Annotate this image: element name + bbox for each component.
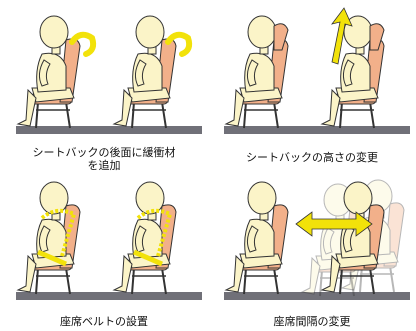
raised-seatback-2 (369, 23, 385, 51)
belt-illustration (16, 181, 202, 300)
floor (224, 292, 410, 300)
lap-belt-1 (37, 249, 67, 267)
lap-belt-2 (133, 249, 163, 267)
caption-height: シートバックの高さの変更 (246, 151, 378, 164)
caption-belt: 座席ベルトの設置 (60, 315, 148, 328)
spacing-illustration (224, 179, 410, 300)
cushion-illustration (16, 15, 202, 134)
panel-spacing: 座席間隔の変更 (208, 166, 416, 331)
up-arrow-icon (331, 7, 353, 65)
panel-belt: 座席ベルトの設置 (0, 166, 208, 331)
height-illustration (224, 7, 410, 134)
caption-cushion: シートバックの後面に緩衝材 を追加 (32, 146, 176, 172)
double-arrow-icon (295, 211, 373, 237)
caption-spacing: 座席間隔の変更 (273, 315, 351, 328)
floor (16, 126, 202, 134)
raised-seatback-1 (273, 23, 289, 51)
panel-height: シートバックの高さの変更 (208, 0, 416, 165)
panel-cushion: シートバックの後面に緩衝材 を追加 (0, 0, 208, 172)
cushion-pad-1 (69, 31, 97, 57)
cushion-pad-2 (165, 31, 193, 57)
floor (224, 126, 410, 134)
floor (16, 292, 202, 300)
